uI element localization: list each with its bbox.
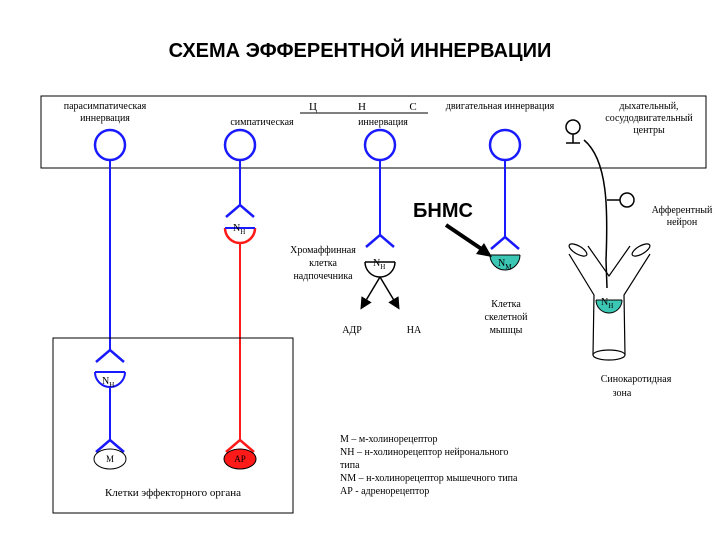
bnms-arrow-head <box>476 243 492 257</box>
para-label-1: парасимпатическая <box>64 101 147 112</box>
symp-letter-s: С <box>409 101 416 113</box>
vessel-bifurcation <box>587 245 631 278</box>
carotid-receptor: NН <box>601 297 613 310</box>
symp-synapse-2 <box>225 438 255 453</box>
carotid-label-2: зона <box>613 388 632 399</box>
carotid-vessel <box>568 243 651 361</box>
parasympathetic-pathway <box>93 128 127 470</box>
afferent-fiber <box>583 139 608 289</box>
effector-label: Клетки эффекторного органа <box>105 487 241 499</box>
skeletal-muscle-cell-bottom <box>489 254 521 271</box>
symp-word-2: иннервация <box>358 117 408 128</box>
para-ganglion-bottom <box>94 371 126 388</box>
para-label-2: иннервация <box>80 113 130 124</box>
vessel-left-wall <box>568 253 595 356</box>
symp-letter-c: Ц <box>309 101 317 113</box>
motor-label: двигательная иннервация <box>446 101 555 112</box>
legend-ar: АР - адренорецептор <box>340 486 429 497</box>
diagram-title: СХЕМА ЭФФЕРЕНТНОЙ ИННЕРВАЦИИ <box>169 38 552 62</box>
vessel-left-opening <box>568 243 588 257</box>
bnms-label: БНМС <box>413 200 473 222</box>
adr-arrow <box>360 276 381 310</box>
symp-synapse-1 <box>225 203 255 218</box>
legend-nm: NМ – н-холинорецептор мышечного типа <box>340 473 518 484</box>
chromaffin-label-3: надпочечника <box>293 271 353 282</box>
effector-organ-box <box>52 337 294 514</box>
symp-word-1: симпатическая <box>230 117 294 128</box>
skeletal-label-2: скелетной <box>485 312 529 323</box>
symp-neuron-1-body <box>223 128 257 162</box>
cns-box <box>40 95 707 169</box>
chromaffin-cell-bottom <box>364 261 396 278</box>
skeletal-label-1: Клетка <box>491 299 521 310</box>
ar-receptor-label: АР <box>234 454 246 464</box>
para-ganglion-receptor: NН <box>102 376 114 389</box>
adr-label: АДР <box>342 325 362 336</box>
chromaffin-receptor: NН <box>373 258 385 271</box>
motor-neuron-body <box>488 128 522 162</box>
para-synapse-2 <box>95 438 125 453</box>
adrenal-neuron-body <box>363 128 397 162</box>
resp-label-3: центры <box>633 125 665 136</box>
para-synapse-1 <box>95 348 125 363</box>
na-label: НА <box>407 325 422 336</box>
afferent-neuron-body <box>619 192 635 208</box>
carotid-label-1: Синокаротидная <box>601 374 672 385</box>
legend-m: М – м-холинорецептор <box>340 434 438 445</box>
para-neuron-1-body <box>93 128 127 162</box>
skeletal-label-3: мышцы <box>490 325 523 336</box>
legend-nn: NН – н-холинорецептор нейронального <box>340 447 508 458</box>
symp-ganglion-receptor: NН <box>233 223 245 236</box>
respiratory-pathway <box>565 119 635 314</box>
m-receptor-label: М <box>106 454 114 464</box>
ar-receptor-cell <box>223 448 257 470</box>
adrenal-synapse <box>365 233 395 248</box>
symp-letter-n: Н <box>358 101 366 113</box>
m-receptor-cell <box>93 448 127 470</box>
vessel-bottom-opening <box>592 349 626 361</box>
bnms-arrow-shaft <box>444 223 488 254</box>
adrenal-pathway <box>360 128 400 310</box>
symp-ganglion-bottom <box>223 227 257 245</box>
vessel-right-opening <box>631 243 651 257</box>
carotid-receptor-bottom <box>595 299 623 314</box>
chromaffin-label-1: Хромаффинная <box>290 245 356 256</box>
resp-label-1: дыхательный, <box>619 101 678 112</box>
legend-nn-cont: типа <box>340 460 360 471</box>
resp-center-cell <box>565 119 581 135</box>
chromaffin-label-2: клетка <box>309 258 337 269</box>
motor-pathway <box>488 128 522 271</box>
motor-synapse <box>490 235 520 250</box>
sympathetic-pathway <box>223 128 257 470</box>
na-arrow <box>379 276 400 310</box>
vessel-right-wall <box>623 253 651 356</box>
resp-label-2: сосудодвигательный <box>605 113 693 124</box>
afferent-label-2: нейрон <box>667 217 698 228</box>
skeletal-receptor: NМ <box>498 258 512 271</box>
afferent-label-1: Афферентный <box>652 205 713 216</box>
legend: М – м-холинорецептор NН – н-холинорецепт… <box>340 434 518 497</box>
